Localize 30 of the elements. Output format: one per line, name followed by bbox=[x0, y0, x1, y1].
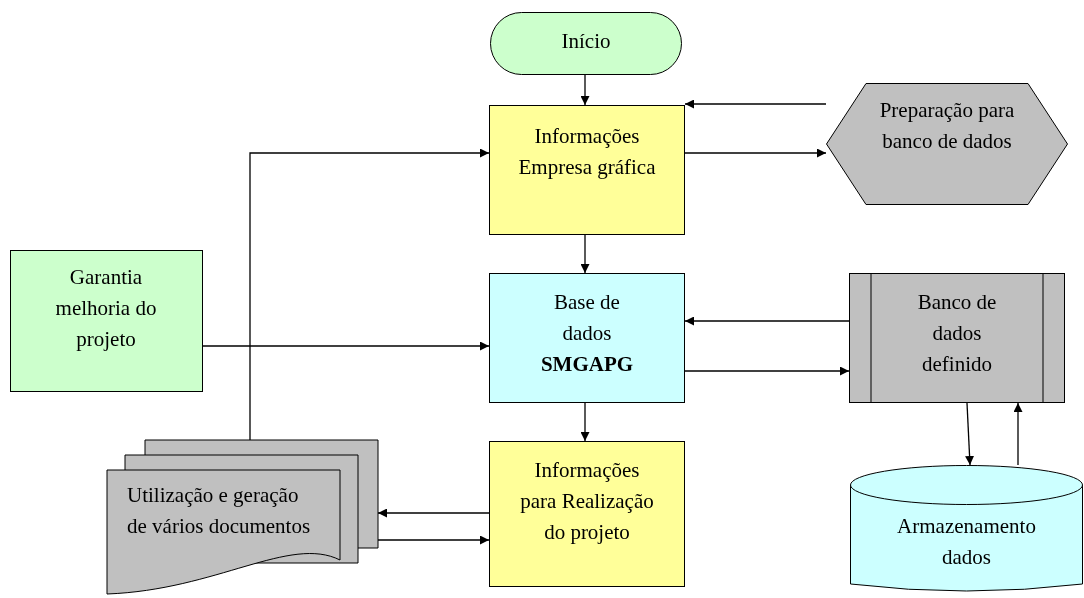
arrow bbox=[1013, 402, 1023, 466]
node-label: Armazenamento dados bbox=[896, 513, 1037, 571]
preparation-hexagon bbox=[826, 83, 1068, 205]
node-label: Utilização e geração de vários documentos bbox=[127, 482, 312, 540]
database-box bbox=[489, 273, 685, 403]
arrow bbox=[684, 148, 827, 158]
arrow bbox=[377, 508, 490, 518]
node-label: Informações Empresa gráfica bbox=[517, 123, 657, 181]
arrow bbox=[202, 341, 490, 351]
arrow bbox=[684, 366, 850, 376]
arrow bbox=[965, 402, 975, 466]
arrow bbox=[249, 148, 490, 441]
arrow bbox=[377, 535, 490, 545]
node-label: Garantia melhoria do projeto bbox=[54, 264, 158, 353]
process-box bbox=[489, 441, 685, 587]
node-label: Banco de dados definido bbox=[916, 289, 998, 378]
node-label: Preparação para banco de dados bbox=[878, 97, 1016, 155]
node-label: Base de dados SMGAPG bbox=[539, 289, 635, 378]
arrow bbox=[580, 402, 590, 442]
node-label: Início bbox=[560, 28, 612, 55]
arrow bbox=[580, 74, 590, 106]
arrow bbox=[580, 234, 590, 274]
node-label: Informações para Realização do projeto bbox=[519, 457, 655, 546]
process-box bbox=[10, 250, 203, 392]
multi-document-shape bbox=[107, 440, 378, 597]
predefined-process-box bbox=[849, 273, 1065, 403]
storage-cylinder bbox=[850, 465, 1083, 592]
arrow bbox=[684, 316, 850, 326]
process-box bbox=[489, 105, 685, 235]
arrow bbox=[684, 99, 827, 109]
